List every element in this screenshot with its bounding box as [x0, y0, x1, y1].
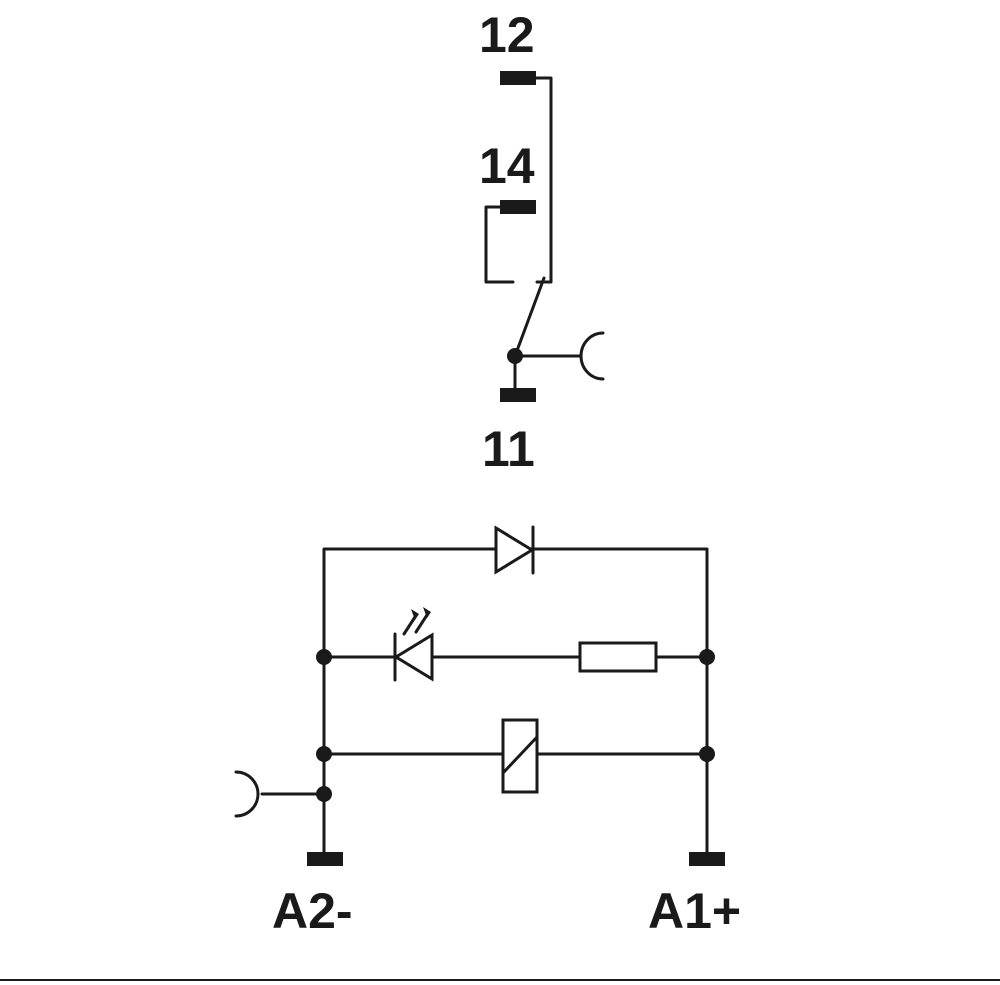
- terminal-14: [500, 200, 536, 214]
- label-12: 12: [479, 7, 535, 63]
- changeover-switch-icon: [513, 276, 546, 358]
- label-a2: A2-: [272, 883, 353, 939]
- relay-contact-section: 12 14 11: [479, 7, 605, 477]
- left-rail: [322, 547, 709, 858]
- contact-blade: [513, 276, 546, 358]
- relay-coil-section: A2- A1+: [234, 525, 741, 939]
- junction-left-coil: [316, 746, 332, 762]
- label-a1: A1+: [648, 883, 741, 939]
- mechanical-link-icon: [513, 331, 605, 381]
- terminal-12: [500, 71, 536, 85]
- mechanical-link-icon: [234, 770, 326, 818]
- junction-left-link: [316, 786, 332, 802]
- terminal-a1: [689, 852, 725, 866]
- wire-14: [484, 205, 515, 284]
- wire-12: [534, 76, 553, 284]
- junction-right-coil: [699, 746, 715, 762]
- terminal-a2: [307, 852, 343, 866]
- resistor-icon: [578, 641, 658, 673]
- diode-icon: [494, 525, 535, 575]
- label-14: 14: [479, 138, 535, 194]
- junction-left-led: [316, 649, 332, 665]
- terminal-11: [500, 388, 536, 402]
- label-11: 11: [482, 421, 535, 477]
- led-icon: [393, 607, 434, 682]
- junction-right-led: [699, 649, 715, 665]
- relay-coil-icon: [501, 718, 539, 794]
